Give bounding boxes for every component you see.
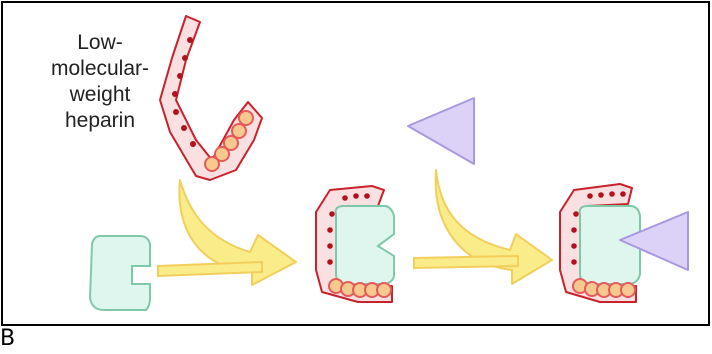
curved-arrow-2 bbox=[414, 170, 552, 284]
heparin-antithrombin-factor-complex bbox=[560, 184, 688, 302]
curved-arrow-1 bbox=[158, 180, 296, 285]
antithrombin-free bbox=[90, 236, 150, 310]
factor-triangle-free bbox=[408, 98, 474, 164]
heparin-chain-free bbox=[160, 16, 262, 180]
heparin-antithrombin-complex bbox=[316, 186, 394, 302]
